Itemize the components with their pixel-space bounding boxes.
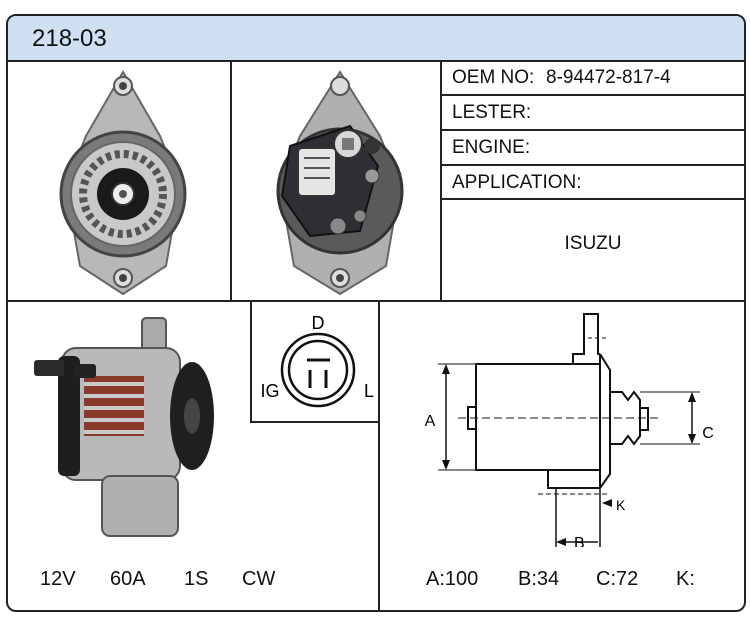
dimension-a: A:100 — [426, 568, 479, 590]
lester-label: LESTER: — [452, 102, 532, 123]
connector-pin-l: L — [364, 381, 374, 401]
connector-pin-ig: IG — [260, 381, 279, 401]
header-bar: 218-03 — [8, 16, 744, 62]
dim-label-c: C — [702, 425, 714, 442]
divider — [8, 300, 744, 302]
alternator-front-photo — [59, 70, 187, 296]
spec-amperage: 60A — [110, 568, 146, 590]
divider — [440, 94, 744, 96]
oem-label: OEM NO: — [452, 67, 535, 88]
spec-pulley: 1S — [184, 568, 209, 590]
spec-rotation: CW — [242, 568, 276, 590]
dim-label-b: B — [574, 535, 585, 547]
divider — [250, 421, 380, 423]
dim-label-k: K — [616, 497, 626, 513]
divider — [250, 300, 252, 422]
application-label: APPLICATION: — [452, 172, 582, 193]
connector-pin-d: D — [312, 313, 325, 333]
dim-label-a: A — [425, 413, 436, 430]
divider — [440, 164, 744, 166]
part-number-title: 218-03 — [32, 25, 107, 52]
engine-label: ENGINE: — [452, 137, 531, 158]
oem-value: 8-94472-817-4 — [546, 67, 671, 88]
dimension-k: K: — [676, 568, 695, 590]
dimension-c: C:72 — [596, 568, 639, 590]
spec-voltage: 12V — [40, 568, 76, 590]
dimension-b: B:34 — [518, 568, 560, 590]
alternator-rear-photo — [276, 70, 404, 296]
connector-diagram: D IG L — [260, 313, 374, 408]
divider — [440, 198, 744, 200]
alternator-side-photo — [34, 317, 214, 537]
dimension-diagram: A C K B — [425, 313, 714, 547]
divider — [440, 60, 442, 300]
divider — [440, 129, 744, 131]
application-value: ISUZU — [564, 233, 622, 254]
product-sheet: 218-03 OEM NO: 8-94472-817-4 LESTER: ENG… — [6, 14, 746, 612]
divider — [378, 300, 380, 610]
divider — [230, 60, 232, 300]
